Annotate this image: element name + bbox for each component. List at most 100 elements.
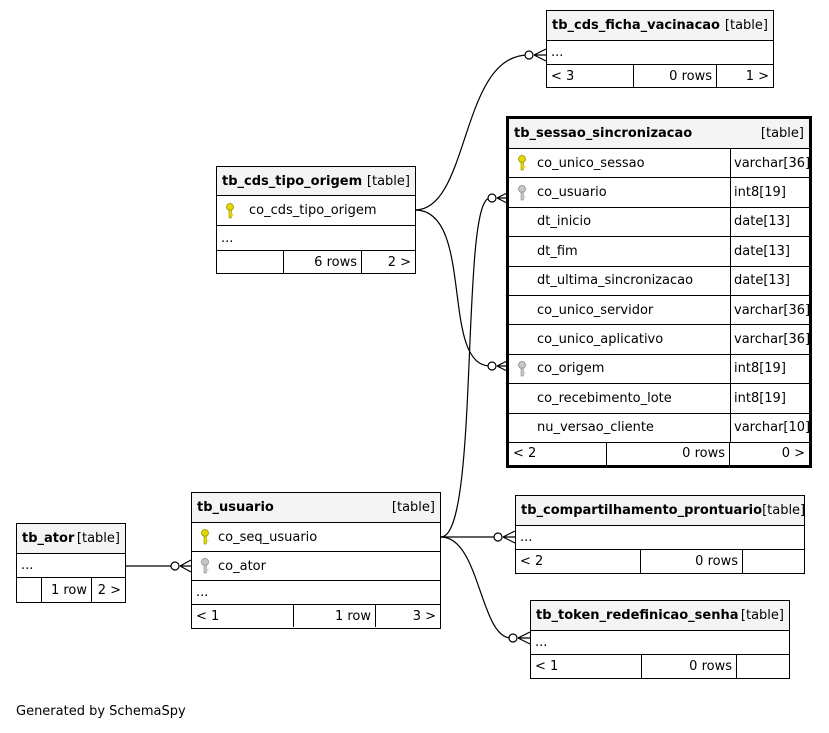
column-row[interactable]: co_unico_sessao varchar[36] xyxy=(509,149,810,179)
column-name: co_unico_servidor xyxy=(537,302,654,318)
table-footer: < 2 0 rows xyxy=(516,550,804,573)
generated-by-note: Generated by SchemaSpy xyxy=(16,704,186,719)
table-footer: 1 row 2 > xyxy=(17,578,125,602)
parents-link[interactable]: < 3 xyxy=(551,68,575,84)
table-ator[interactable]: tb_ator [table] ... 1 row 2 > xyxy=(16,523,126,603)
column-type: int8[19] xyxy=(730,384,809,413)
column-name: dt_ultima_sincronizacao xyxy=(537,273,694,289)
column-row[interactable]: nu_versao_cliente varchar[10] xyxy=(509,413,810,443)
edge-usuario-token xyxy=(440,536,512,639)
parents-link[interactable] xyxy=(217,251,283,273)
crowfoot-ficha xyxy=(533,48,547,62)
children-link[interactable]: 2 > xyxy=(91,578,125,602)
table-kind: [table] xyxy=(760,126,804,141)
table-footer: < 3 0 rows 1 > xyxy=(547,65,773,87)
edge-tipo-origem-sessao xyxy=(414,209,491,367)
table-kind: [table] xyxy=(76,531,120,546)
row-count: 1 row xyxy=(41,578,91,602)
optional-circle-compartilhamento xyxy=(493,532,503,542)
table-name[interactable]: tb_token_redefinicao_senha xyxy=(536,608,739,623)
column-type: varchar[36] xyxy=(730,295,810,325)
table-name[interactable]: tb_usuario xyxy=(197,500,274,515)
crowfoot-token xyxy=(517,631,531,645)
column-row[interactable]: co_origem int8[19] xyxy=(509,354,809,385)
table-kind: [table] xyxy=(740,608,784,623)
column-type: int8[19] xyxy=(730,354,809,384)
column-name: co_origem xyxy=(537,361,605,377)
column-type: varchar[10] xyxy=(730,413,810,442)
optional-circle-ficha xyxy=(524,50,534,60)
table-footer: 6 rows 2 > xyxy=(217,251,415,273)
column-type: int8[19] xyxy=(730,178,809,207)
column-name: co_unico_aplicativo xyxy=(537,332,664,348)
more-columns: ... xyxy=(217,226,415,251)
table-compartilhamento-prontuario[interactable]: tb_compartilhamento_prontuario [table] .… xyxy=(515,495,805,574)
children-link[interactable]: 0 > xyxy=(729,442,809,465)
parents-link[interactable]: < 1 xyxy=(196,608,220,624)
table-footer: < 1 0 rows xyxy=(531,655,789,678)
column-type: date[13] xyxy=(730,266,809,295)
crowfoot-compartilhamento xyxy=(502,530,516,544)
table-name[interactable]: tb_cds_tipo_origem xyxy=(222,173,363,189)
table-name[interactable]: tb_cds_ficha_vacinacao xyxy=(552,18,720,33)
table-ficha-vacinacao[interactable]: tb_cds_ficha_vacinacao [table] ... < 3 0… xyxy=(546,10,774,88)
parents-link[interactable]: < 2 xyxy=(513,446,537,462)
column-name: nu_versao_cliente xyxy=(537,420,654,436)
foreign-key-icon xyxy=(513,361,531,377)
parents-link[interactable]: < 2 xyxy=(520,554,544,569)
parents-link[interactable] xyxy=(17,578,41,602)
column-name: co_cds_tipo_origem xyxy=(249,203,377,218)
column-row[interactable]: co_unico_servidor varchar[36] xyxy=(509,295,810,326)
column-name: co_seq_usuario xyxy=(218,529,318,545)
table-footer: < 1 1 row 3 > xyxy=(192,605,440,627)
table-usuario[interactable]: tb_usuario [table] co_seq_usuario co_ato… xyxy=(191,492,441,629)
table-header: tb_sessao_sincronizacao [table] xyxy=(509,119,809,149)
children-link[interactable]: 3 > xyxy=(375,605,440,627)
table-kind: [table] xyxy=(391,500,435,515)
row-count: 6 rows xyxy=(283,251,361,273)
column-row[interactable]: co_ator xyxy=(192,552,440,581)
column-type: varchar[36] xyxy=(730,149,810,178)
column-row[interactable]: dt_ultima_sincronizacao date[13] xyxy=(509,266,809,296)
row-count: 0 rows xyxy=(633,65,716,87)
table-name[interactable]: tb_ator xyxy=(22,531,75,546)
more-columns: ... xyxy=(192,581,440,605)
parents-link[interactable]: < 1 xyxy=(535,659,559,674)
edge-tipo-origem-ficha xyxy=(414,54,529,211)
column-name: co_recebimento_lote xyxy=(537,390,672,406)
table-name[interactable]: tb_sessao_sincronizacao xyxy=(514,126,693,141)
optional-circle-sessao-origem xyxy=(487,361,497,371)
column-row[interactable]: co_cds_tipo_origem xyxy=(217,196,415,226)
table-kind: [table] xyxy=(366,173,410,189)
table-sessao-sincronizacao[interactable]: tb_sessao_sincronizacao [table] co_unico… xyxy=(506,116,812,468)
table-header: tb_token_redefinicao_senha [table] xyxy=(531,601,789,631)
column-name: dt_fim xyxy=(537,243,578,259)
table-token-redefinicao-senha[interactable]: tb_token_redefinicao_senha [table] ... <… xyxy=(530,600,790,679)
children-link[interactable] xyxy=(742,550,804,573)
table-name[interactable]: tb_compartilhamento_prontuario xyxy=(521,503,763,518)
children-link[interactable]: 2 > xyxy=(361,251,415,273)
table-header: tb_cds_tipo_origem [table] xyxy=(217,167,415,196)
more-columns: ... xyxy=(17,554,125,578)
column-type: varchar[36] xyxy=(730,325,810,354)
row-count: 0 rows xyxy=(640,550,742,573)
optional-circle-usuario xyxy=(170,561,180,571)
column-row[interactable]: co_recebimento_lote int8[19] xyxy=(509,384,809,414)
column-row[interactable]: co_seq_usuario xyxy=(192,523,440,552)
primary-key-icon xyxy=(196,529,214,545)
crowfoot-usuario xyxy=(179,559,192,573)
column-name: co_unico_sessao xyxy=(537,155,645,171)
optional-circle-sessao-usuario xyxy=(487,193,497,203)
table-header: tb_ator [table] xyxy=(17,524,125,554)
table-cds-tipo-origem[interactable]: tb_cds_tipo_origem [table] co_cds_tipo_o… xyxy=(216,166,416,274)
children-link[interactable]: 1 > xyxy=(716,65,773,87)
foreign-key-icon xyxy=(513,184,531,201)
column-name: dt_inicio xyxy=(537,214,592,230)
column-row[interactable]: co_unico_aplicativo varchar[36] xyxy=(509,325,810,355)
children-link[interactable] xyxy=(736,655,789,678)
more-columns: ... xyxy=(516,526,804,550)
